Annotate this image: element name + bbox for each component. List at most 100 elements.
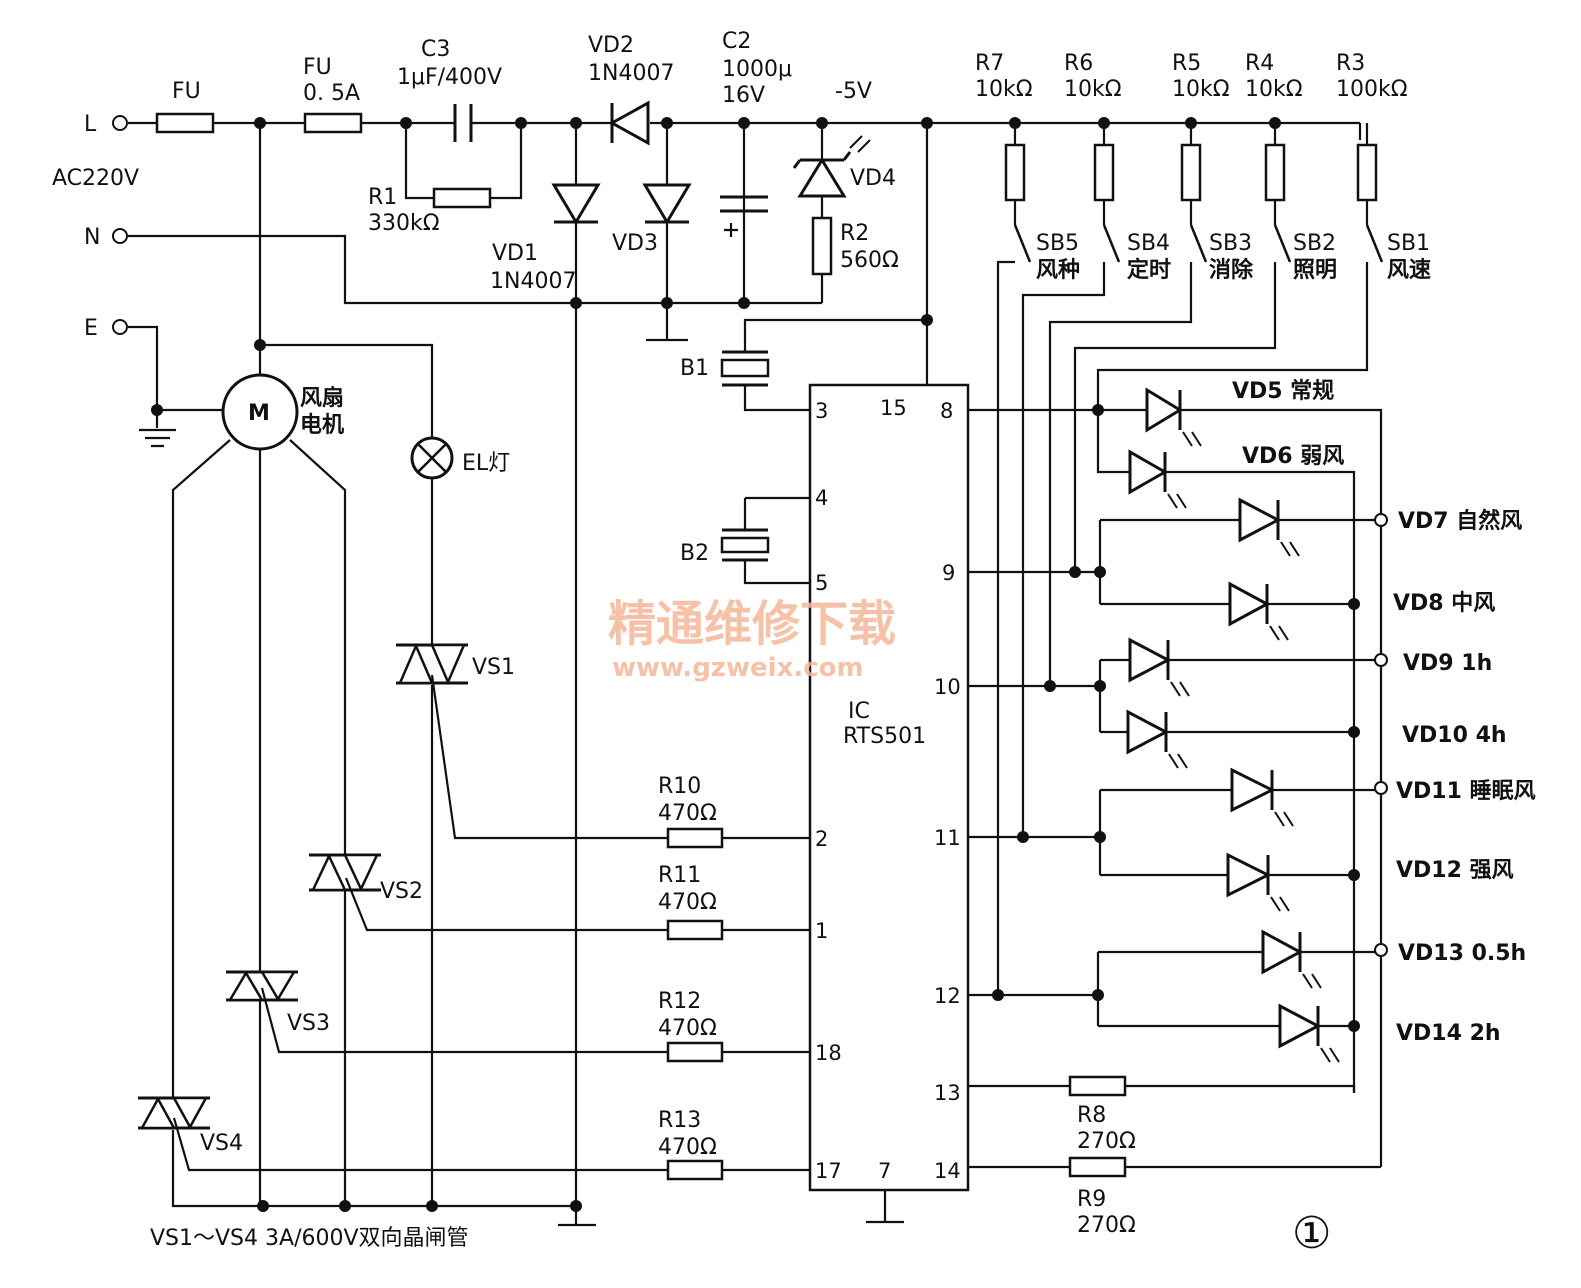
r6-name: R6 [1064, 51, 1093, 76]
vd12-label: VD12 强风 [1396, 858, 1514, 883]
r4-value: 10kΩ [1245, 77, 1303, 102]
sb4-func: 定时 [1127, 257, 1171, 283]
resistor-r2: R2 560Ω [811, 216, 899, 276]
switch-sb2: SB2 照明 [1273, 224, 1337, 283]
gate-resistor-r13: R13 470Ω [658, 1108, 724, 1181]
r11-name: R11 [658, 863, 701, 888]
vd3-label: VD3 [612, 231, 658, 256]
led-vd10: VD10 4h [1126, 709, 1507, 769]
sb2-func: 照明 [1293, 258, 1337, 283]
fan-motor: M 风扇 电机 [221, 373, 344, 451]
led-vd8: VD8 中风 [1228, 581, 1495, 641]
terminal-e: E [84, 316, 128, 341]
c3-value: 1μF/400V [397, 65, 502, 90]
gate-resistor-r12: R12 470Ω [658, 989, 724, 1063]
led-vd7: VD7 自然风 [1238, 497, 1522, 557]
vd1-value: 1N4007 [490, 269, 576, 294]
r9-label: R9 [1077, 1187, 1106, 1212]
r13-value: 470Ω [658, 1135, 717, 1160]
ic-pin-12: 12 [934, 984, 961, 1008]
r2-value: 560Ω [840, 248, 899, 273]
capacitor-c3: C3 1μF/400V [397, 37, 502, 142]
ic-pin-3: 3 [815, 399, 828, 423]
ic-pin-18: 18 [815, 1041, 842, 1065]
fu2-label: FU [303, 55, 332, 80]
ic-pin-7: 7 [878, 1159, 891, 1183]
terminal-e-label: E [84, 316, 98, 341]
lamp-label: EL灯 [462, 451, 510, 476]
r1-value: 330kΩ [368, 211, 440, 236]
c2-value2: 16V [722, 83, 765, 108]
ac-input-label: AC220V [52, 166, 139, 191]
resistor-r1: R1 330kΩ [368, 185, 492, 236]
pullup-resistor-r5: R5 10kΩ [1172, 51, 1230, 202]
r3-value: 100kΩ [1336, 77, 1408, 102]
r11-value: 470Ω [658, 890, 717, 915]
vd11-label: VD11 睡眠风 [1396, 779, 1536, 804]
capacitor-c2: C2 1000μ 16V [720, 29, 792, 237]
pullup-resistor-r4: R4 10kΩ [1245, 51, 1303, 202]
sb3-func: 消除 [1209, 257, 1254, 283]
vs4-label: VS4 [200, 1131, 243, 1156]
diode-vd1: VD1 1N4007 [490, 183, 601, 294]
triac-vs2: VS2 [309, 853, 423, 904]
fuse-fu2: FU 0. 5A [303, 55, 363, 134]
fu2-value: 0. 5A [303, 81, 360, 106]
earth-ground-icon [139, 428, 176, 448]
sb2-name: SB2 [1293, 231, 1336, 256]
led-vd14: VD14 2h [1278, 1003, 1501, 1063]
vd1-label: VD1 [492, 241, 538, 266]
c2-label: C2 [722, 29, 751, 54]
vd10-label: VD10 4h [1402, 723, 1507, 748]
r8-value: 270Ω [1077, 1129, 1136, 1154]
r12-value: 470Ω [658, 1016, 717, 1041]
r3-name: R3 [1336, 51, 1365, 76]
pullup-resistor-r3: R3 100kΩ [1336, 51, 1408, 202]
switch-sb5: SB5 风种 [1013, 224, 1080, 283]
pullup-resistor-r6: R6 10kΩ [1064, 51, 1122, 202]
wires [128, 121, 1383, 1227]
vd2-value: 1N4007 [588, 61, 674, 86]
vd9-label: VD9 1h [1403, 651, 1492, 676]
vd7-label: VD7 自然风 [1398, 508, 1522, 534]
r7-value: 10kΩ [975, 77, 1033, 102]
resonator-b2: B2 [680, 528, 770, 566]
r9-value: 270Ω [1077, 1213, 1136, 1238]
terminal-l: L [84, 112, 128, 137]
ic-label-1: IC [848, 699, 870, 724]
ic-pin-15: 15 [880, 396, 907, 420]
motor-label-1: 风扇 [300, 385, 344, 411]
sb1-func: 风速 [1387, 257, 1431, 283]
zener-diode-vd4: VD4 [792, 135, 896, 198]
sb5-func: 风种 [1036, 258, 1080, 283]
vd13-label: VD13 0.5h [1398, 941, 1526, 966]
vd4-label: VD4 [850, 166, 896, 191]
diode-vd2: VD2 1N4007 [588, 33, 674, 146]
switch-sb3: SB3 消除 [1189, 224, 1254, 283]
ic-pin-13: 13 [934, 1081, 961, 1105]
led-vd5: VD5 常规 [1145, 378, 1334, 447]
fuse-fu1: FU [155, 79, 215, 134]
ic-pin-10: 10 [934, 675, 961, 699]
terminal-n: N [84, 225, 128, 250]
diode-vd3: VD3 [612, 183, 692, 256]
terminal-l-label: L [84, 112, 97, 137]
fu1-label: FU [172, 79, 201, 104]
motor-symbol: M [248, 401, 270, 426]
watermark-title: 精通维修下载 [608, 596, 896, 652]
r2-label: R2 [840, 221, 869, 246]
r5-name: R5 [1172, 51, 1201, 76]
r7-name: R7 [975, 51, 1004, 76]
switch-sb4: SB4 定时 [1102, 224, 1171, 283]
lamp-el: EL灯 [410, 436, 510, 480]
ic-pin-17: 17 [815, 1159, 842, 1183]
resistor-r9: R9 270Ω [1068, 1156, 1136, 1238]
r1-label: R1 [368, 185, 397, 210]
ic-pin-8: 8 [940, 399, 953, 423]
sb5-name: SB5 [1036, 231, 1079, 256]
gate-resistor-r10: R10 470Ω [658, 774, 724, 849]
r12-name: R12 [658, 989, 701, 1014]
r8-label: R8 [1077, 1103, 1106, 1128]
resonator-b1: B1 [680, 350, 770, 387]
